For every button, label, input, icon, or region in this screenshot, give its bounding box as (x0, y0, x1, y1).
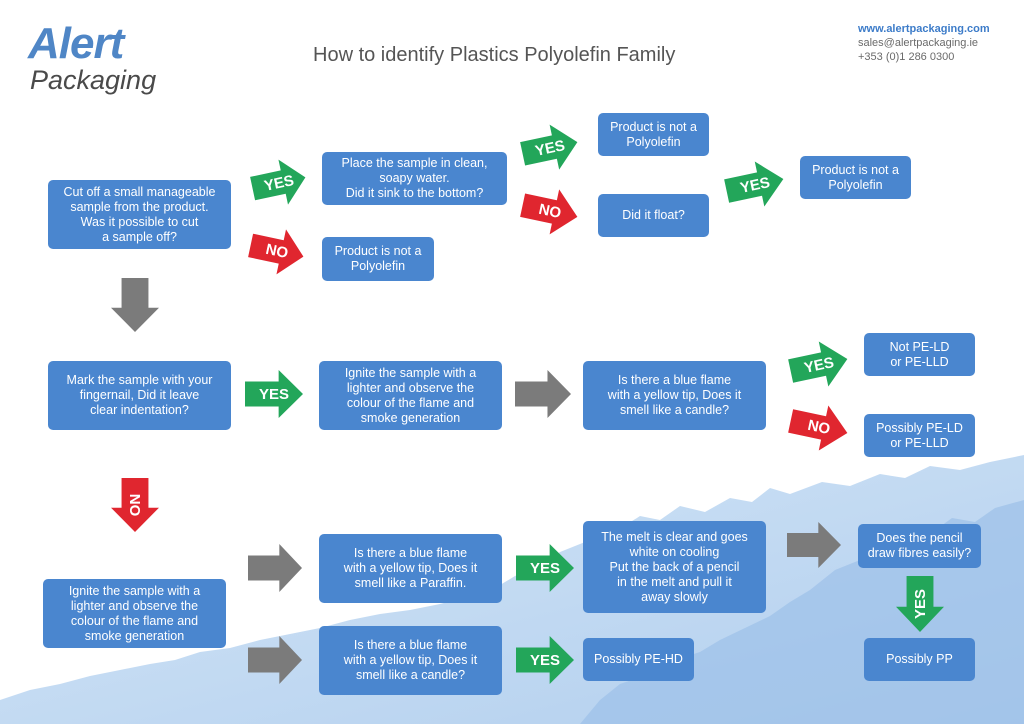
box-not-polyolefin-3: Product is not a Polyolefin (800, 156, 911, 199)
arrow-shape (248, 229, 304, 275)
email-link[interactable]: sales@alertpackaging.ie (858, 37, 979, 49)
arrow-yes-paraffin: YES (516, 544, 574, 592)
arrow-shape (248, 636, 302, 684)
box-possibly-pe-ld: Possibly PE-LD or PE-LLD (864, 414, 975, 457)
arrow-no-sink: NO (518, 183, 582, 240)
box-did-it-float: Did it float? (598, 194, 709, 237)
arrow-shape (724, 161, 784, 207)
arrow-yes-sink: YES (518, 120, 582, 177)
arrow-yes-candle-2: YES (516, 636, 574, 684)
box-pencil-fibres: Does the pencil draw fibres easily? (858, 524, 981, 568)
arrow-shape (788, 405, 848, 451)
box-possibly-pp: Possibly PP (864, 638, 975, 681)
arrow-shape (245, 370, 303, 418)
arrow-shape (111, 478, 159, 532)
arrow-shape (520, 124, 578, 170)
box-not-pe-ld: Not PE-LD or PE-LLD (864, 333, 975, 376)
box-possibly-pe-hd: Possibly PE-HD (583, 638, 694, 681)
box-mark-fingernail: Mark the sample with your fingernail, Di… (48, 361, 231, 430)
arrow-label: YES (911, 589, 929, 620)
arrow-shape (250, 159, 306, 205)
box-melt-clear: The melt is clear and goes white on cool… (583, 521, 766, 613)
arrow-next-melt (787, 522, 841, 568)
arrow-yes-fibres: YES (896, 576, 944, 632)
logo-alert-text: Alert (28, 19, 124, 68)
arrow-next-ignite (515, 370, 571, 418)
arrow-yes-cut: YES (248, 155, 310, 211)
arrow-shape (516, 544, 574, 592)
arrow-label: YES (258, 385, 289, 403)
arrow-no-mark: NO (111, 478, 159, 532)
box-paraffin-smell: Is there a blue flame with a yellow tip,… (319, 534, 502, 603)
page-title: How to identify Plastics Polyolefin Fami… (313, 44, 676, 66)
box-ignite-sample-1: Ignite the sample with a lighter and obs… (319, 361, 502, 430)
arrow-yes-float: YES (722, 156, 788, 213)
arrow-next-down (111, 278, 159, 332)
arrow-label: YES (529, 651, 560, 669)
arrow-yes-mark: YES (245, 370, 303, 418)
arrow-label: NO (126, 493, 144, 517)
box-candle-smell-1: Is there a blue flame with a yellow tip,… (583, 361, 766, 430)
arrow-shape (248, 544, 302, 592)
arrow-shape (520, 189, 578, 235)
arrow-shape (788, 341, 848, 387)
website-link[interactable]: www.alertpackaging.com (858, 23, 990, 35)
arrow-shape (111, 278, 159, 332)
arrow-shape (896, 576, 944, 632)
arrow-shape (787, 522, 841, 568)
box-not-polyolefin-1: Product is not a Polyolefin (322, 237, 434, 281)
contact-info: www.alertpackaging.com sales@alertpackag… (858, 22, 990, 64)
box-candle-smell-2: Is there a blue flame with a yellow tip,… (319, 626, 502, 695)
arrow-no-cut: NO (246, 223, 308, 279)
arrow-next-candle (248, 636, 302, 684)
phone-number: +353 (0)1 286 0300 (858, 51, 955, 63)
arrow-no-candle: NO (786, 398, 852, 455)
box-cut-sample: Cut off a small manageable sample from t… (48, 180, 231, 249)
box-soapy-water: Place the sample in clean, soapy water. … (322, 152, 507, 205)
box-ignite-sample-2: Ignite the sample with a lighter and obs… (43, 579, 226, 648)
arrow-next-paraffin (248, 544, 302, 592)
arrow-yes-candle: YES (786, 336, 852, 393)
company-logo: Alert Packaging (28, 19, 157, 95)
logo-packaging-text: Packaging (30, 65, 157, 95)
arrow-shape (515, 370, 571, 418)
arrow-label: YES (529, 559, 560, 577)
box-not-polyolefin-2: Product is not a Polyolefin (598, 113, 709, 156)
arrow-shape (516, 636, 574, 684)
